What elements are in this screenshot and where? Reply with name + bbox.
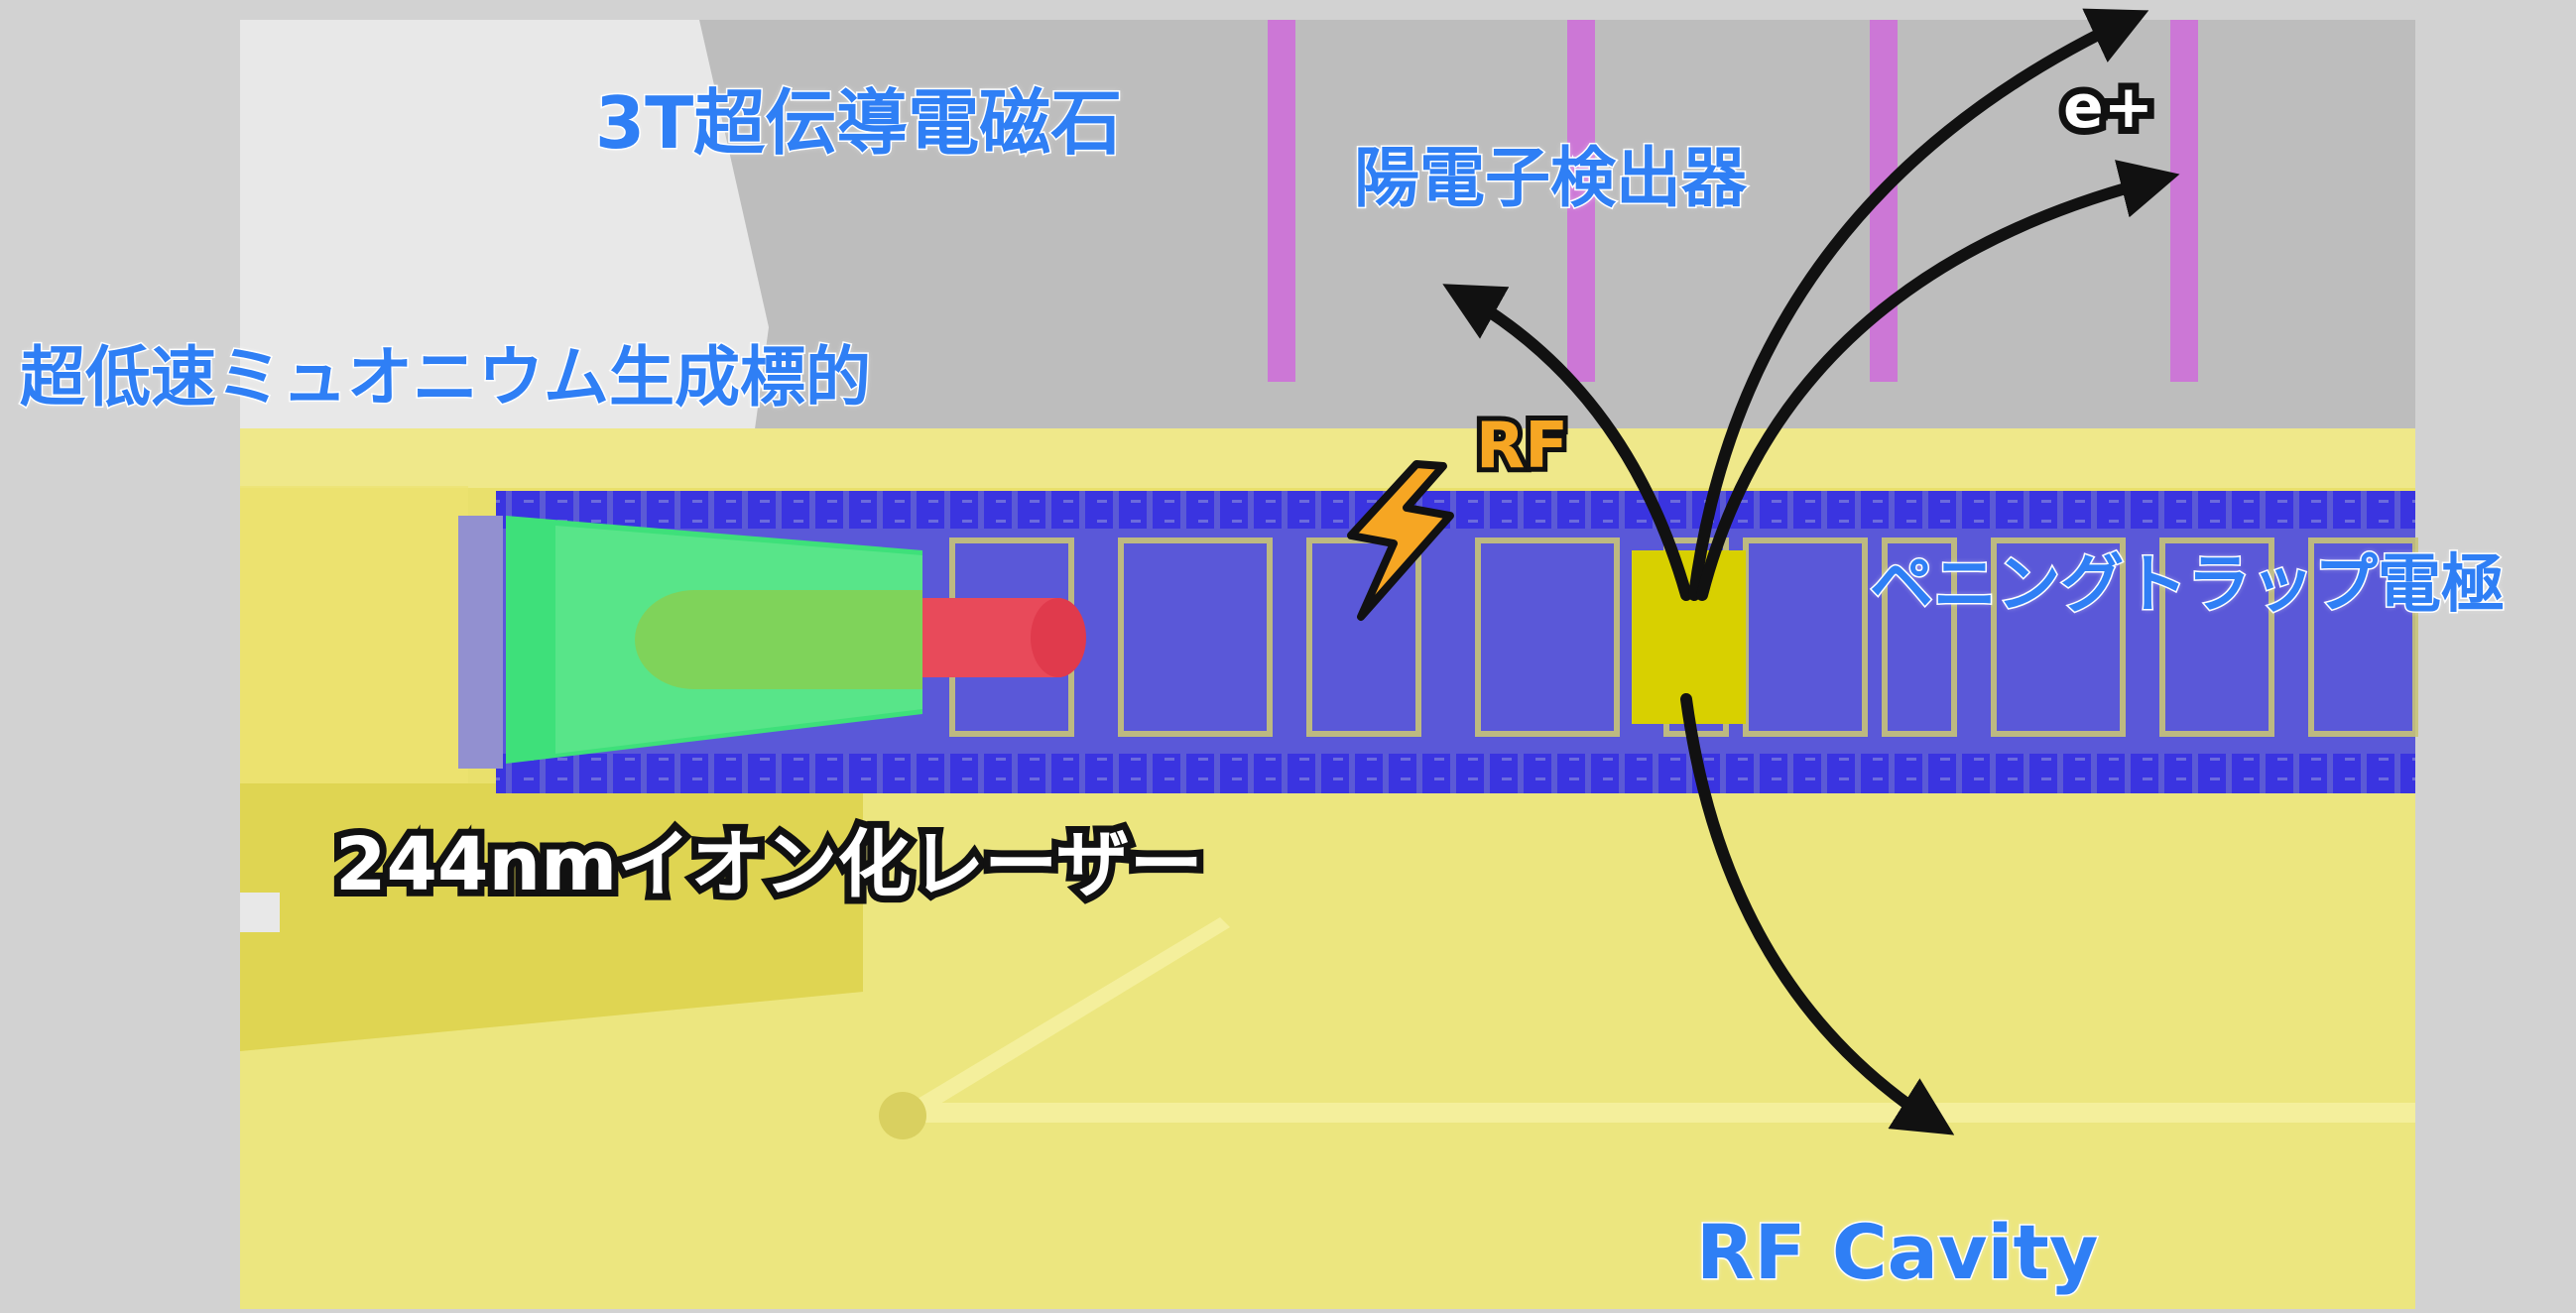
magnet-label: 3T超伝導電磁石	[593, 81, 1123, 165]
positron-label: e+	[2056, 70, 2160, 144]
rf-label: RF	[1471, 410, 1573, 483]
laser-label: 244nmイオン化レーザー	[328, 821, 1210, 908]
target-label: 超低速ミュオニウム生成標的	[19, 339, 873, 416]
ionization-laser-beam	[922, 598, 1086, 677]
trajectory-arrow-left	[1442, 284, 1692, 601]
superconducting-magnet	[240, 20, 2415, 436]
trajectory-arrow-right	[1696, 160, 2180, 601]
rf-cavity-label: RF Cavity	[1694, 1208, 2099, 1296]
positron-trajectories	[1442, 8, 2180, 1135]
trajectory-arrow-down	[1680, 693, 1955, 1135]
trajectory-arrow-upper-right	[1688, 8, 2149, 601]
muonium-target	[506, 516, 922, 764]
yellow-base	[240, 428, 2415, 1309]
positron-detector	[1268, 20, 2198, 382]
electrode-label: ペニングトラップ電極	[1869, 548, 2507, 622]
lightning-bolt-icon	[1347, 460, 1454, 621]
detector-label: 陽電子検出器	[1353, 140, 1749, 216]
